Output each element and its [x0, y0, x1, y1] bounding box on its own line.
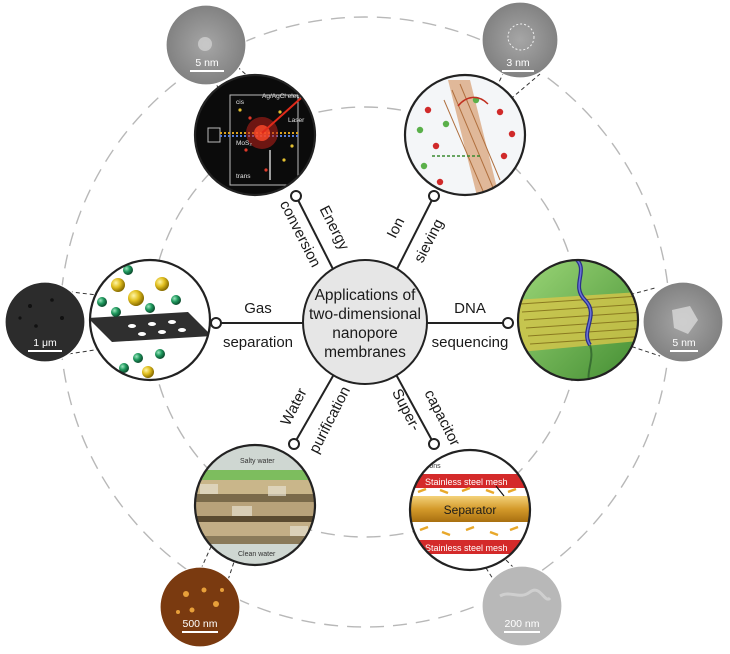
water-afm-grain [201, 587, 207, 593]
water-panel: Salty water Clean water 500 nm [159, 443, 317, 648]
supercap-scale-bar [504, 631, 540, 633]
label-ion-line2: sieving [411, 216, 447, 265]
supercap-separator-label: Separator [444, 503, 497, 517]
gas-scale-bar [28, 350, 62, 352]
ion-scale-bar [502, 70, 534, 72]
center-line-3: nanopore [332, 325, 398, 342]
gas-sem-pore [18, 316, 22, 320]
gas-panel: 1 μm [4, 258, 212, 382]
dna-scale-label: 5 nm [672, 337, 696, 349]
spoke-energy [295, 195, 338, 278]
spoke-supercap [392, 368, 435, 445]
label-ion-line1: Ion [384, 215, 409, 241]
spoke-node-energy [290, 190, 302, 202]
label-gas-line1: Gas [244, 300, 272, 317]
water-top-label: Salty water [240, 458, 275, 465]
center-line-2: two-dimensional [309, 306, 421, 323]
center-line-4: membranes [324, 344, 406, 361]
label-dna-line2: sequencing [432, 334, 509, 351]
label-supercap-line2: capacitor [421, 387, 464, 449]
water-afm-grain [220, 588, 224, 592]
water-scale-bar [182, 631, 218, 633]
supercap-schematic-ring [408, 448, 532, 572]
gas-sem-pore [34, 324, 38, 328]
spoke-node-supercap [428, 438, 440, 450]
ion-panel: 3 nm [403, 1, 559, 197]
energy-scale-bar [190, 70, 224, 72]
dna-tem-pore [672, 306, 698, 334]
water-schematic-ring [193, 443, 317, 567]
supercap-schematic-image: te ions Stainless steel mesh Separator S… [410, 450, 530, 570]
energy-electrode-label: Ag/AgCl electrode [262, 93, 315, 100]
energy-schematic-image: cis trans Ag/AgCl electrode Laser MoS₂ [195, 75, 315, 195]
water-bottom-label: Clean water [238, 551, 276, 558]
ion-scale-label: 3 nm [506, 57, 530, 69]
water-afm-inset [159, 566, 241, 648]
supercap-ions-label: te ions [420, 463, 441, 470]
gas-sem-inset [4, 281, 86, 363]
energy-scale-label: 5 nm [195, 57, 219, 69]
dna-scale-bar [670, 350, 698, 352]
ion-tem-pore-outline [507, 23, 535, 51]
water-afm-grain [183, 591, 189, 597]
spoke-node-water [288, 438, 300, 450]
center-circle [302, 259, 428, 385]
water-afm-grain [213, 601, 219, 607]
water-afm-grain [189, 607, 195, 613]
label-dna-line1: DNA [454, 300, 486, 317]
gas-sem-pore [60, 316, 64, 320]
spoke-node-dna [502, 317, 514, 329]
gas-schematic-ring [88, 258, 212, 382]
gas-schematic-image [90, 260, 210, 380]
dna-panel: 5 nm [516, 258, 724, 382]
water-zoom-leader-2 [225, 555, 237, 587]
label-water-line2: purification [306, 384, 354, 456]
gas-sem-pore [28, 304, 32, 308]
center-node: Applications of two-dimensional nanopore… [302, 259, 428, 385]
energy-material-label: MoS₂ [236, 140, 252, 147]
label-supercap-line1: Super- [388, 386, 424, 434]
energy-schematic-ring [193, 73, 317, 197]
energy-panel: cis trans Ag/AgCl electrode Laser MoS₂ 5… [165, 4, 317, 197]
spoke-ion [392, 195, 435, 278]
supercap-sem-inset [481, 565, 563, 647]
supercap-mesh-bottom-label: Stainless steel mesh [425, 543, 508, 553]
water-scale-label: 500 nm [182, 618, 217, 630]
supercap-panel: te ions Stainless steel mesh Separator S… [408, 448, 563, 647]
label-energy-line2: conversion [276, 198, 324, 270]
energy-tem-pore [198, 37, 212, 51]
gas-sem-pore [50, 298, 54, 302]
supercap-mesh-top-label: Stainless steel mesh [425, 477, 508, 487]
spoke-node-ion [428, 190, 440, 202]
energy-trans-label: trans [236, 173, 251, 180]
label-gas-line2: separation [223, 334, 293, 351]
supercap-scale-label: 200 nm [504, 618, 539, 630]
energy-cis-label: cis [236, 99, 245, 106]
energy-laser-label: Laser [288, 117, 305, 124]
ion-schematic-ring [403, 73, 527, 197]
center-line-1: Applications of [315, 287, 417, 304]
water-schematic-image: Salty water Clean water [195, 445, 315, 565]
supercap-sem-texture [499, 588, 552, 601]
gas-scale-label: 1 μm [33, 337, 57, 349]
water-afm-grain [176, 610, 180, 614]
spoke-water [293, 368, 338, 445]
spoke-node-gas [210, 317, 222, 329]
ion-schematic-image [405, 75, 525, 195]
dna-schematic-image [518, 260, 638, 380]
ion-tem-inset [481, 1, 559, 79]
dna-schematic-ring [516, 258, 640, 382]
